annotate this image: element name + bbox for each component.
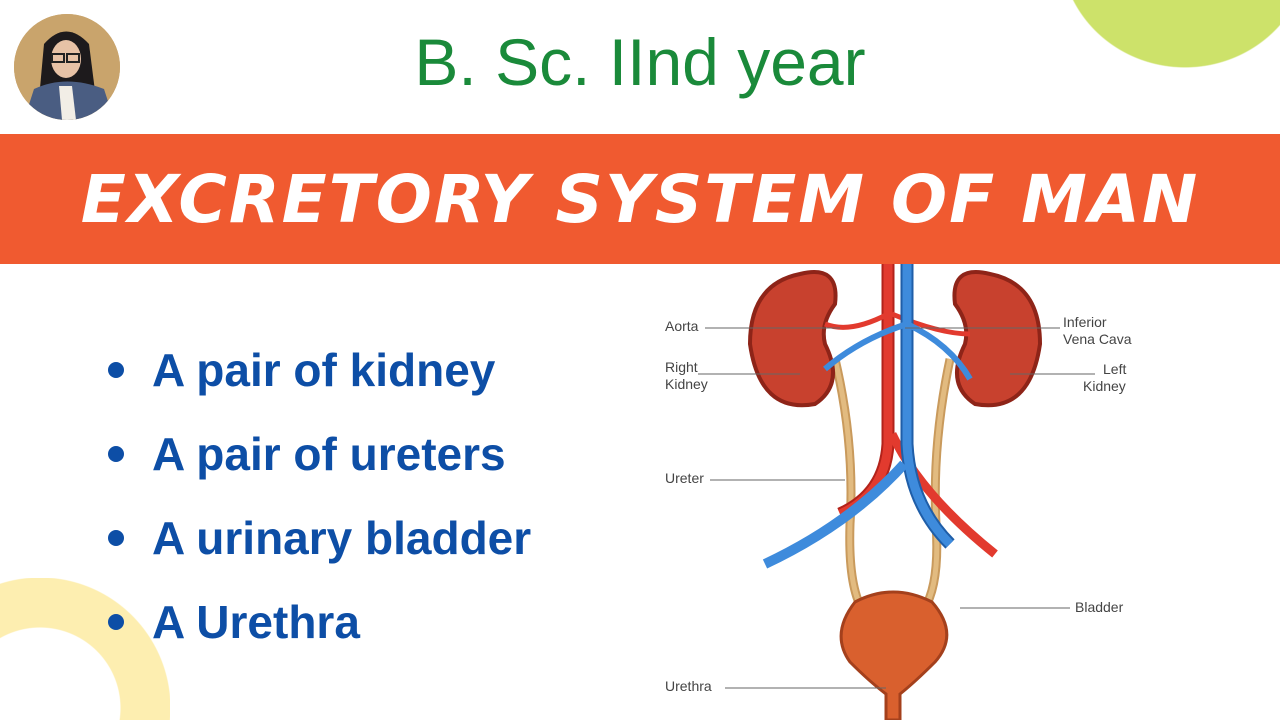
bullet-icon xyxy=(108,445,124,462)
presenter-avatar xyxy=(14,14,120,120)
label-left-kidney-line1: Left xyxy=(1103,361,1127,377)
bullet-text: A Urethra xyxy=(152,596,360,648)
label-aorta: Aorta xyxy=(665,318,699,334)
bullet-item: A Urethra xyxy=(108,590,531,674)
bullet-item: A pair of kidney xyxy=(108,338,531,422)
excretory-system-diagram: Aorta Right Kidney Ureter Urethra Inferi… xyxy=(650,264,1150,720)
course-subtitle: B. Sc. IInd year xyxy=(414,25,866,99)
right-kidney xyxy=(747,270,838,408)
label-ivc-line2: Vena Cava xyxy=(1063,331,1132,347)
bullet-icon xyxy=(108,529,124,546)
label-ivc-line1: Inferior xyxy=(1063,314,1107,330)
decorative-circle-bottom xyxy=(0,578,170,720)
label-urethra: Urethra xyxy=(665,678,712,694)
slide-title: EXCRETORY SYSTEM OF MAN xyxy=(80,160,1200,238)
bullet-icon xyxy=(108,361,124,378)
bladder xyxy=(839,590,949,720)
label-left-kidney-line2: Kidney xyxy=(1083,378,1126,394)
left-kidney xyxy=(952,270,1043,408)
bullet-text: A urinary bladder xyxy=(152,512,532,564)
label-right-kidney-line1: Right xyxy=(665,359,698,375)
decorative-circle-top xyxy=(1040,0,1280,70)
bullet-list: A pair of kidney A pair of ureters A uri… xyxy=(108,338,531,674)
label-bladder: Bladder xyxy=(1075,599,1124,615)
bullet-item: A urinary bladder xyxy=(108,506,531,590)
bullet-item: A pair of ureters xyxy=(108,422,531,506)
bullet-text: A pair of kidney xyxy=(152,344,496,396)
label-ureter: Ureter xyxy=(665,470,704,486)
title-banner: EXCRETORY SYSTEM OF MAN xyxy=(0,134,1280,264)
label-right-kidney-line2: Kidney xyxy=(665,376,708,392)
bullet-text: A pair of ureters xyxy=(152,428,506,480)
bullet-icon xyxy=(108,613,124,630)
